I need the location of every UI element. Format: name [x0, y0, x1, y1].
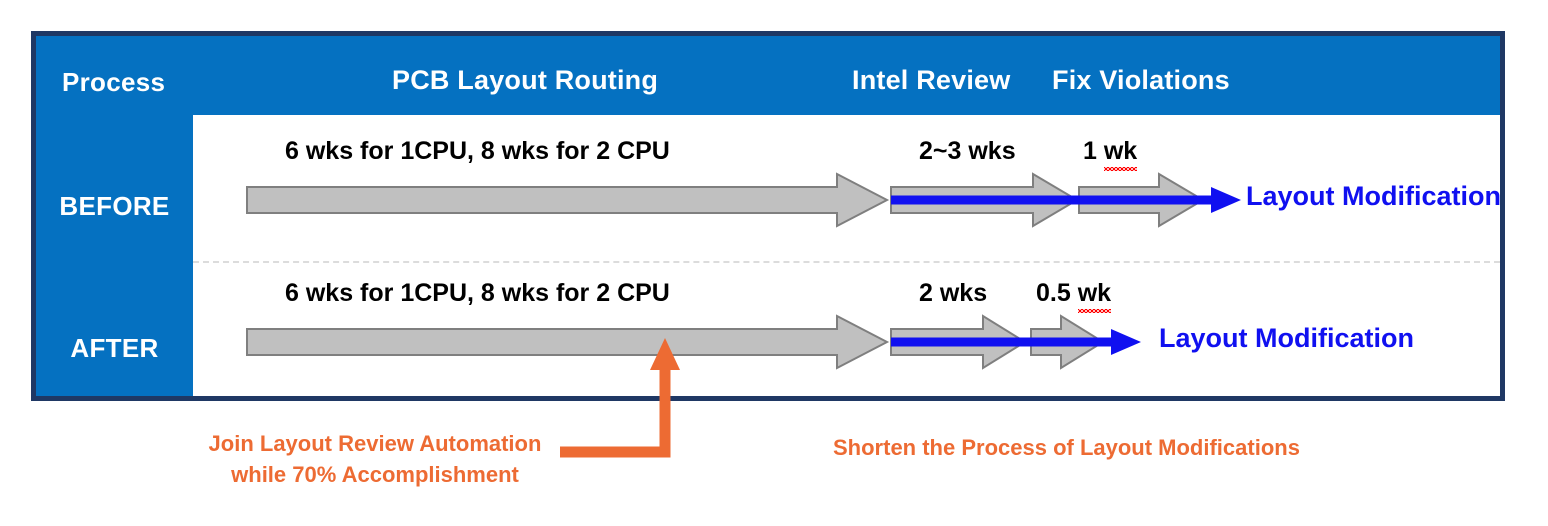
before-review-duration: 2~3 wks [919, 137, 1016, 165]
row-label-after: AFTER [70, 333, 159, 363]
after-fix-duration-value: 0.5 [1036, 279, 1078, 307]
before-outcome-label: Layout Modification [1246, 181, 1501, 211]
timeline-panel: 6 wks for 1CPU, 8 wks for 2 CPU 2~3 wks … [193, 115, 1501, 396]
callout-left-line2: while 70% Accomplishment [231, 462, 519, 488]
row-label-before: BEFORE [59, 191, 170, 221]
before-arrow-group [246, 172, 1241, 228]
after-outcome-label: Layout Modification [1159, 323, 1414, 353]
process-column: Process BEFORE AFTER [36, 36, 193, 396]
column-header-fix-violations: Fix Violations [1052, 65, 1230, 95]
after-fix-duration: 0.5 wk [1036, 279, 1112, 313]
after-routing-arrow [246, 314, 890, 370]
after-arrow-group [246, 314, 1141, 370]
row-divider [193, 261, 1500, 263]
callout-left: Join Layout Review Automation while 70% … [170, 428, 580, 490]
column-header-intel-review: Intel Review [852, 65, 1011, 95]
before-routing-arrow [246, 172, 890, 228]
callout-right: Shorten the Process of Layout Modificati… [833, 435, 1300, 460]
callout-connector-arrow [560, 338, 680, 458]
process-column-title: Process [62, 67, 166, 97]
before-routing-duration: 6 wks for 1CPU, 8 wks for 2 CPU [285, 137, 670, 165]
before-fix-duration-unit: wk [1103, 137, 1138, 171]
before-fix-duration-value: 1 [1083, 137, 1104, 165]
after-review-duration: 2 wks [919, 279, 988, 307]
after-flow-arrowhead [1111, 329, 1141, 355]
process-comparison-frame: Process BEFORE AFTER PCB Layout Routing … [31, 31, 1505, 401]
column-header-pcb-layout-routing: PCB Layout Routing [392, 65, 659, 95]
before-flow-arrowhead [1211, 187, 1241, 213]
after-routing-duration: 6 wks for 1CPU, 8 wks for 2 CPU [285, 279, 670, 307]
before-fix-duration: 1 wk [1083, 137, 1138, 171]
timeline-row-after: 6 wks for 1CPU, 8 wks for 2 CPU 2 wks 0.… [193, 271, 1500, 391]
after-fix-duration-unit: wk [1077, 279, 1112, 313]
callout-left-line1: Join Layout Review Automation [208, 431, 542, 456]
timeline-row-before: 6 wks for 1CPU, 8 wks for 2 CPU 2~3 wks … [193, 129, 1501, 249]
